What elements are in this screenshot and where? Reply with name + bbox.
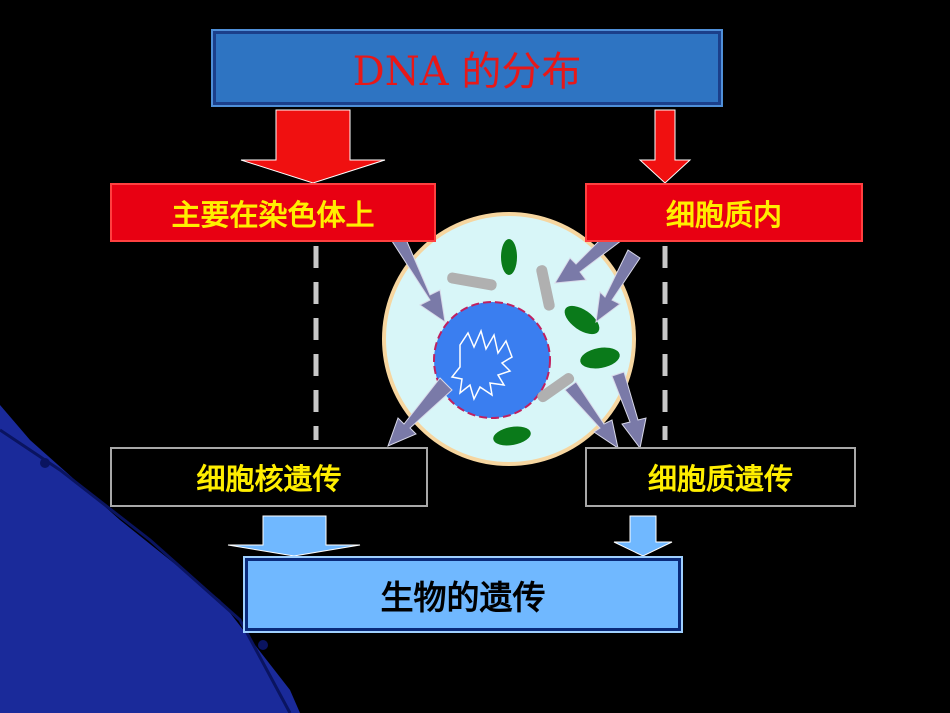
- nuclear-inheritance-box: 细胞核遗传: [110, 447, 428, 507]
- purple-arrow: [611, 371, 647, 450]
- organelle-rod: [447, 272, 497, 291]
- organelle-rod: [537, 373, 575, 403]
- organelle-rod: [536, 265, 555, 311]
- cytoplasmic-inheritance-label: 细胞质遗传: [647, 462, 793, 496]
- chromosome-box: 主要在染色体上: [110, 183, 436, 242]
- cytoplasmic-inheritance-box: 细胞质遗传: [585, 447, 856, 507]
- title-box: DNA 的分布: [211, 29, 723, 107]
- chromosome-label: 主要在染色体上: [171, 197, 375, 232]
- nuclear-inheritance-label: 细胞核遗传: [196, 462, 342, 496]
- mitochondrion: [580, 347, 620, 369]
- red-down-arrow: [240, 109, 386, 184]
- purple-arrow: [387, 377, 453, 447]
- biological-inheritance-label: 生物的遗传: [380, 577, 546, 617]
- cytoplasm-box: 细胞质内: [585, 183, 863, 242]
- chromatin: [450, 328, 513, 402]
- mitochondrion: [501, 239, 517, 275]
- cytoplasm-label: 细胞质内: [665, 197, 782, 232]
- title-text: DNA 的分布: [352, 49, 582, 95]
- mitochondrion: [493, 426, 531, 446]
- purple-arrow: [595, 249, 641, 324]
- nucleus: [433, 301, 551, 419]
- light-blue-down-arrow: [613, 515, 673, 557]
- red-down-arrow: [638, 109, 692, 184]
- purple-arrow: [564, 381, 619, 450]
- mitochondrion: [564, 305, 600, 335]
- light-blue-down-arrow: [227, 515, 361, 557]
- purple-arrows: [387, 227, 647, 450]
- biological-inheritance-box: 生物的遗传: [243, 556, 683, 633]
